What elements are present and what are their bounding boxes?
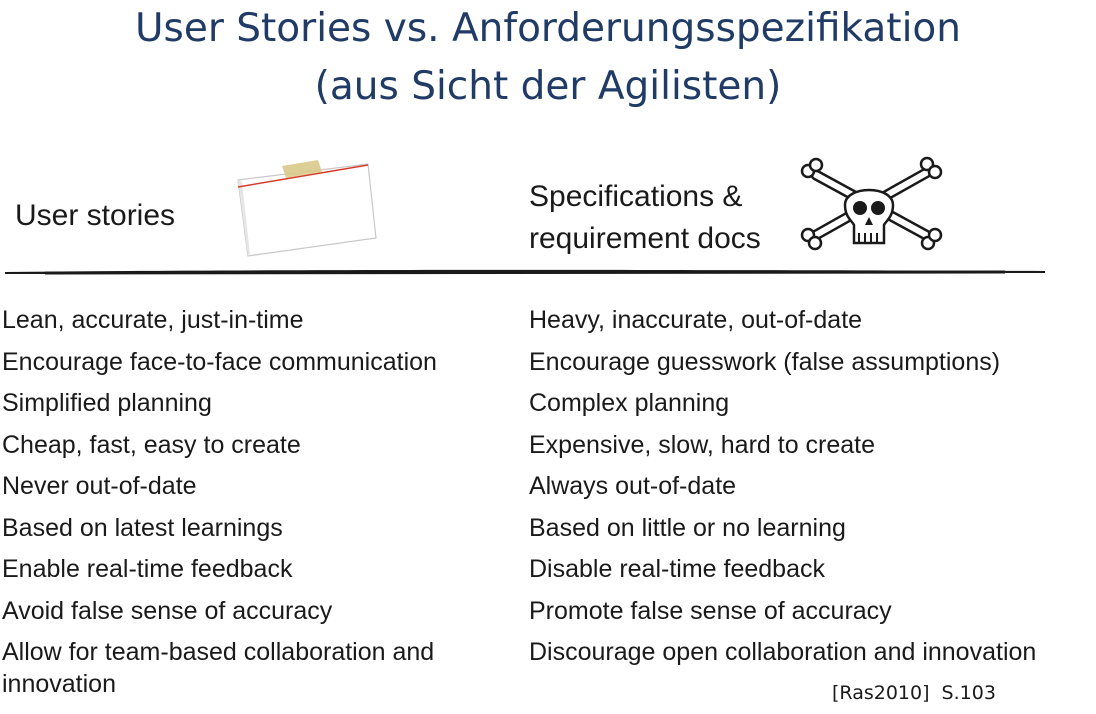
user-stories-item: Encourage face-to-face communication bbox=[2, 347, 437, 376]
user-stories-list: Lean, accurate, just-in-time Encourage f… bbox=[2, 300, 502, 700]
specifications-header-line-2: requirement docs bbox=[529, 222, 761, 255]
user-stories-item: Lean, accurate, just-in-time bbox=[2, 306, 304, 334]
citation: [Ras2010] S.103 bbox=[832, 682, 996, 704]
specifications-item: Always out-of-date bbox=[529, 472, 737, 500]
specifications-header: Specifications & requirement docs bbox=[529, 176, 761, 260]
title-line-1: User Stories vs. Anforderungsspezifikati… bbox=[134, 6, 962, 51]
sticky-note-icon bbox=[237, 160, 377, 257]
slide-title: User Stories vs. Anforderungsspezifikati… bbox=[0, 0, 1096, 116]
specifications-item: Complex planning bbox=[529, 389, 730, 417]
header-divider bbox=[5, 269, 1045, 275]
specifications-item: Discourage open collaboration and innova… bbox=[529, 638, 1037, 666]
specifications-item: Encourage guesswork (false assumptions) bbox=[529, 347, 1001, 376]
specifications-item: Expensive, slow, hard to create bbox=[529, 430, 876, 459]
specifications-item: Promote false sense of accuracy bbox=[529, 596, 892, 625]
title-line-2: (aus Sicht der Agilisten) bbox=[314, 64, 782, 109]
user-stories-header: User stories bbox=[15, 199, 176, 232]
specifications-item: Heavy, inaccurate, out-of-date bbox=[529, 306, 863, 334]
user-stories-item: Based on latest learnings bbox=[2, 513, 283, 542]
specifications-item: Disable real-time feedback bbox=[529, 555, 825, 583]
specifications-item: Based on little or no learning bbox=[529, 513, 846, 542]
user-stories-item: Simplified planning bbox=[2, 389, 212, 417]
specifications-list: Heavy, inaccurate, out-of-date Encourage… bbox=[529, 300, 1094, 674]
user-stories-item: Avoid false sense of accuracy bbox=[2, 596, 333, 625]
user-stories-item: Enable real-time feedback bbox=[2, 555, 293, 583]
user-stories-item: Allow for team-based collaboration and i… bbox=[2, 638, 435, 698]
user-stories-item: Never out-of-date bbox=[2, 472, 197, 500]
user-stories-item: Cheap, fast, easy to create bbox=[2, 430, 301, 459]
skull-crossbones-icon bbox=[800, 156, 943, 251]
specifications-header-line-1: Specifications & bbox=[529, 180, 743, 213]
